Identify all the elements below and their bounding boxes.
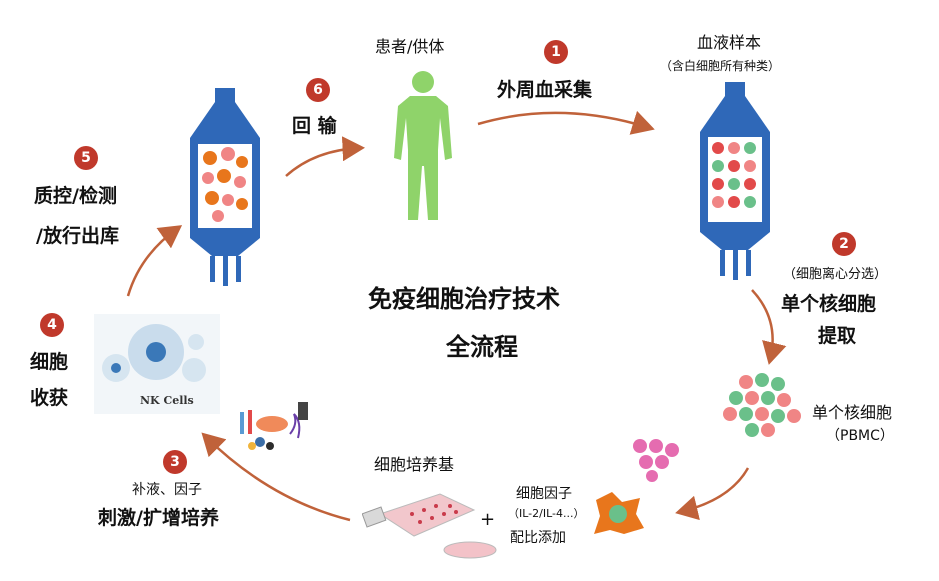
nk-cells-image: NK Cells (94, 314, 220, 414)
arrow-2 (751, 289, 787, 365)
step-2-title-line2: 提取 (818, 325, 857, 347)
cytokine-note: （IL-2/IL-4...） (508, 507, 585, 520)
culture-flask-icon (362, 493, 497, 559)
step-3-title: 刺激/扩增培养 (98, 507, 219, 529)
blood-sample-title: 血液样本 (697, 33, 762, 52)
arrow-6 (285, 136, 365, 177)
cytokine-title: 细胞因子 (516, 486, 572, 502)
pbmc-cluster-icon (723, 373, 801, 437)
step-3-note: 补液、因子 (132, 482, 202, 498)
patient-label: 患者/供体 (375, 37, 445, 56)
arrow-1 (477, 110, 655, 135)
step-5-title-line2: /放行出库 (36, 225, 119, 247)
step-3-badge: 3 (163, 450, 187, 474)
human-body-icon (394, 71, 452, 220)
pink-cells-icon (633, 439, 679, 482)
step-6-title: 回 输 (292, 115, 337, 137)
step-5-badge: 5 (74, 146, 98, 170)
center-title-line2: 全流程 (446, 333, 518, 361)
cell-bag-icon (190, 88, 260, 286)
culture-title: 细胞培养基 (374, 455, 455, 474)
nk-label: NK Cells (140, 394, 194, 407)
step-4-title-line1: 细胞 (30, 351, 69, 373)
step-2-title-line1: 单个核细胞 (781, 293, 877, 315)
culture-plus: + (480, 509, 496, 530)
step-4-badge: 4 (40, 313, 64, 337)
lab-tools-icon (240, 402, 308, 450)
pbmc-note: （PBMC） (826, 428, 894, 444)
activated-cell-icon (594, 492, 644, 534)
arrow-pbmc (675, 467, 750, 521)
arrow-3 (201, 432, 351, 522)
cytokine-note2: 配比添加 (510, 530, 566, 546)
arrow-4 (126, 225, 183, 297)
step-1-badge: 1 (544, 40, 568, 64)
blood-sample-note: （含白细胞所有种类） (660, 59, 781, 73)
blood-bag-icon (700, 82, 770, 280)
step-1-title: 外周血采集 (497, 79, 593, 101)
step-2-note: （细胞离心分选） (783, 267, 888, 282)
step-2-badge: 2 (832, 232, 856, 256)
center-title-line1: 免疫细胞治疗技术 (368, 285, 560, 313)
step-5-title-line1: 质控/检测 (34, 185, 117, 207)
pbmc-title: 单个核细胞 (812, 403, 893, 422)
step-4-title-line2: 收获 (30, 387, 69, 409)
step-6-badge: 6 (306, 78, 330, 102)
